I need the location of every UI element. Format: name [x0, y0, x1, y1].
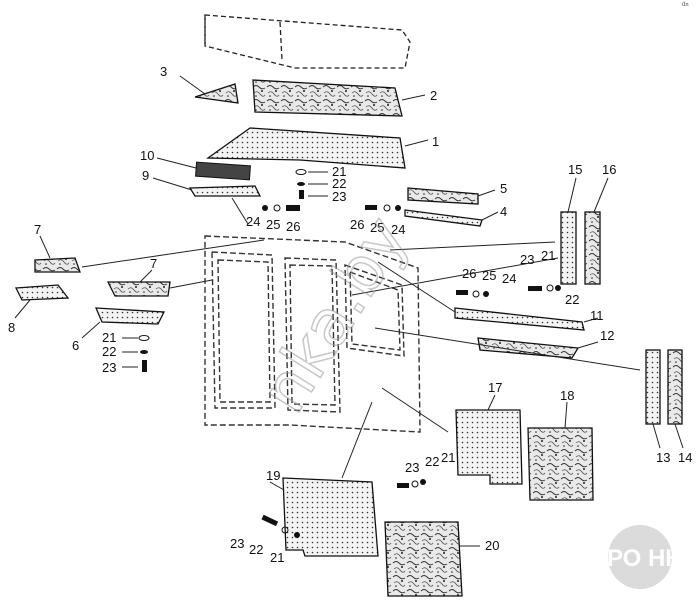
fastener-group-panel-19: [261, 514, 300, 538]
label-washer-25: 25: [482, 268, 496, 283]
label-nut-24: 24: [391, 222, 405, 237]
part-10-strip: [195, 161, 251, 181]
part-2-upper-panel: [252, 79, 403, 117]
label-washer-21: 21: [102, 330, 116, 345]
part-14-pillar: [667, 349, 683, 425]
label-part-3: 3: [160, 64, 167, 79]
label-part-13: 13: [656, 450, 670, 465]
fastener-group-right: [528, 284, 561, 292]
label-part-7-lower: 7: [150, 256, 157, 271]
label-part-16: 16: [602, 162, 616, 177]
label-part-18: 18: [560, 388, 574, 403]
svg-text:АГРО НКА: АГРО НКА: [576, 545, 697, 572]
label-bolt-23: 23: [405, 460, 419, 475]
part-11-rail: [454, 307, 585, 331]
label-part-20: 20: [485, 538, 499, 553]
label-washer-25: 25: [370, 220, 384, 235]
part-20-panel: [384, 521, 463, 597]
label-screw-26: 26: [350, 217, 364, 232]
label-part-8: 8: [8, 320, 15, 335]
part-4-strip: [404, 209, 483, 227]
part-12-rail: [477, 337, 580, 359]
fastener-group-lower: [456, 290, 489, 298]
fastener-group-left: [262, 204, 300, 212]
part-7-lower-pad: [106, 281, 171, 297]
label-part-2: 2: [430, 88, 437, 103]
label-screw-26: 26: [286, 219, 300, 234]
label-part-10: 10: [140, 148, 154, 163]
part-5-strip: [407, 187, 479, 205]
label-part-6: 6: [72, 338, 79, 353]
label-nut-24: 24: [246, 214, 260, 229]
label-part-19: 19: [266, 468, 280, 483]
label-screw-26: 26: [462, 266, 476, 281]
part-19-panel: [282, 477, 379, 557]
label-lockwasher-22: 22: [425, 454, 439, 469]
part-17-panel: [455, 409, 523, 485]
agro-nka-logo: АГРО НКА: [576, 525, 697, 589]
label-nut-24: 24: [502, 271, 516, 286]
label-bolt-23: 23: [332, 189, 346, 204]
label-washer-21: 21: [441, 450, 455, 465]
label-bolt-23: 23: [102, 360, 116, 375]
part-6-bracket: [94, 307, 166, 325]
fastener-group-top: [295, 169, 328, 199]
part-number-labels: 1 2 3 4 5 6 7 7 8 9 10 11 12 13 14 15 16…: [8, 64, 692, 565]
corner-mark: ᵈⁿ: [682, 0, 689, 10]
label-lockwasher-22: 22: [332, 176, 346, 191]
fastener-group-mid: [365, 204, 401, 212]
label-part-7-upper: 7: [34, 222, 41, 237]
label-part-4: 4: [500, 204, 507, 219]
part-15-pillar: [560, 211, 577, 285]
label-part-5: 5: [500, 181, 507, 196]
part-18-panel: [527, 427, 594, 501]
part-8-bracket: [14, 284, 70, 301]
part-3-wedge-seal: [194, 83, 239, 104]
label-lockwasher-22: 22: [249, 542, 263, 557]
cab-roof-outline: [204, 14, 411, 69]
label-washer-25: 25: [266, 217, 280, 232]
label-part-15: 15: [568, 162, 582, 177]
label-part-17: 17: [488, 380, 502, 395]
part-16-pillar: [584, 211, 601, 285]
label-lockwasher-22: 22: [565, 292, 579, 307]
label-bolt-23: 23: [520, 252, 534, 267]
assembly-arrows: [81, 197, 641, 479]
label-lockwasher-22: 22: [102, 344, 116, 359]
label-washer-21: 21: [541, 248, 555, 263]
label-part-9: 9: [142, 168, 149, 183]
label-part-12: 12: [600, 328, 614, 343]
label-part-11: 11: [590, 308, 604, 323]
part-9-bracket: [188, 185, 262, 197]
part-7-upper-pad: [34, 257, 81, 273]
label-part-14: 14: [678, 450, 692, 465]
cab-frame-outline: [204, 235, 421, 433]
label-part-1: 1: [432, 134, 439, 149]
label-washer-21: 21: [332, 164, 346, 179]
part-1-perforated-plate: [206, 127, 406, 169]
label-bolt-23: 23: [230, 536, 244, 551]
label-washer-21: 21: [270, 550, 284, 565]
fastener-group-panel-17: [397, 479, 426, 488]
fastener-group-bottom-left: [122, 335, 150, 372]
part-13-pillar: [645, 349, 661, 425]
